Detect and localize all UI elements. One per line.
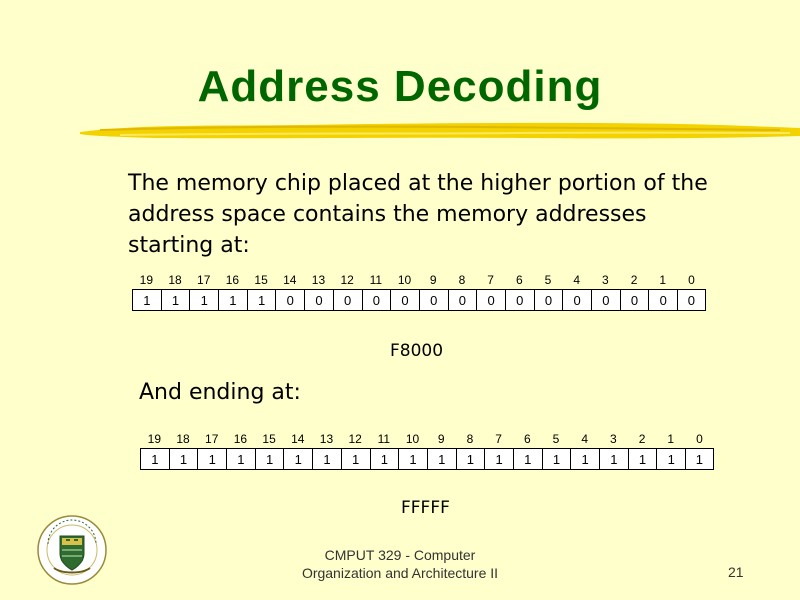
bit-cell: 1 — [570, 448, 599, 470]
bit-cell: 0 — [533, 289, 563, 311]
bit-index-label: 10 — [397, 273, 412, 287]
bit-cell: 1 — [656, 448, 686, 470]
bit-cell: 0 — [648, 289, 678, 311]
bit-cell: 1 — [132, 289, 161, 311]
bit-index-label: 4 — [573, 273, 580, 287]
footer-line-1: CMPUT 329 - Computer — [324, 547, 476, 563]
bit-index-label: 14 — [291, 432, 305, 446]
bit-index-label: 11 — [369, 273, 383, 287]
bit-cell: 1 — [541, 448, 571, 470]
bit-cell: 1 — [283, 448, 313, 470]
bit-index-label: 0 — [696, 432, 703, 446]
footer-course: CMPUT 329 - Computer Organization and Ar… — [250, 546, 550, 582]
bit-cell: 0 — [677, 289, 706, 311]
page-number: 21 — [728, 564, 744, 580]
bit-cell: 0 — [390, 289, 419, 311]
bit-index-label: 9 — [429, 273, 437, 287]
university-crest-logo — [37, 515, 107, 585]
bit-index-label: 3 — [610, 432, 617, 446]
bit-index-label: 13 — [319, 432, 334, 446]
bit-index-label: 8 — [458, 273, 466, 287]
bit-index-label: 1 — [659, 273, 667, 287]
bit-cell: 1 — [254, 448, 284, 470]
bit-cell: 0 — [275, 289, 305, 311]
bit-index-label: 7 — [495, 432, 502, 446]
bit-index-label: 18 — [176, 432, 190, 446]
bit-cell: 1 — [312, 448, 341, 470]
bit-cell: 1 — [627, 448, 657, 470]
bit-cell: 1 — [160, 289, 190, 311]
bit-cell: 1 — [398, 448, 427, 470]
bit-index-label: 2 — [630, 273, 638, 287]
bit-index-label: 9 — [437, 432, 445, 446]
bit-index-label: 10 — [405, 432, 420, 446]
bit-cell: 0 — [504, 289, 534, 311]
bit-cell: 1 — [685, 448, 714, 470]
bit-cell: 0 — [591, 289, 620, 311]
bit-cell: 1 — [218, 289, 247, 311]
bit-index-label: 6 — [523, 432, 531, 446]
bit-cell: 1 — [599, 448, 628, 470]
bit-index-label: 19 — [139, 273, 154, 287]
bit-index-label: 12 — [348, 432, 362, 446]
bit-cell: 1 — [189, 289, 219, 311]
intro-paragraph: The memory chip placed at the higher por… — [128, 171, 708, 258]
bit-cell: 1 — [226, 448, 255, 470]
bit-cell: 1 — [340, 448, 370, 470]
bit-cell: 1 — [369, 448, 399, 470]
bit-index-label: 15 — [254, 273, 268, 287]
bit-cell: 1 — [426, 448, 456, 470]
bit-index-label: 3 — [602, 273, 609, 287]
bit-index-label: 5 — [552, 432, 560, 446]
bit-index-label: 18 — [168, 273, 182, 287]
bit-cell: 0 — [418, 289, 448, 311]
bit-cell: 1 — [168, 448, 198, 470]
bit-index-label: 11 — [377, 432, 391, 446]
bit-index-label: 6 — [515, 273, 523, 287]
footer-line-2: Organization and Architecture II — [301, 565, 499, 581]
bit-cell: 1 — [197, 448, 227, 470]
bit-index-label: 12 — [340, 273, 354, 287]
bit-cell: 0 — [361, 289, 391, 311]
bit-index-label: 16 — [233, 432, 248, 446]
end-address-hex: FFFFF — [401, 498, 450, 518]
bit-index-label: 15 — [262, 432, 276, 446]
ending-label: And ending at: — [139, 380, 301, 405]
bit-index-label: 4 — [581, 432, 588, 446]
start-address-hex: F8000 — [390, 341, 444, 361]
bit-cell: 0 — [332, 289, 362, 311]
bit-index-label: 5 — [544, 273, 552, 287]
bit-cell: 1 — [246, 289, 276, 311]
bit-cell: 0 — [304, 289, 333, 311]
bit-cell: 0 — [447, 289, 477, 311]
bit-cell: 1 — [484, 448, 513, 470]
bit-cell: 1 — [140, 448, 169, 470]
bit-index-label: 0 — [688, 273, 695, 287]
bit-index-label: 16 — [225, 273, 240, 287]
bit-cell: 1 — [455, 448, 485, 470]
bit-index-label: 2 — [638, 432, 646, 446]
brush-stroke-decoration — [80, 122, 800, 139]
slide-title: Address Decoding — [197, 62, 603, 111]
bit-index-label: 19 — [147, 432, 162, 446]
bit-index-label: 8 — [466, 432, 474, 446]
bit-index-label: 13 — [311, 273, 326, 287]
bit-index-label: 17 — [205, 432, 219, 446]
bit-cell: 0 — [562, 289, 591, 311]
bit-cell: 1 — [512, 448, 542, 470]
bit-cell: 0 — [476, 289, 505, 311]
bit-index-label: 1 — [667, 432, 675, 446]
bit-index-label: 17 — [197, 273, 211, 287]
bit-index-label: 14 — [283, 273, 297, 287]
bit-cell: 0 — [619, 289, 649, 311]
bit-index-label: 7 — [487, 273, 494, 287]
